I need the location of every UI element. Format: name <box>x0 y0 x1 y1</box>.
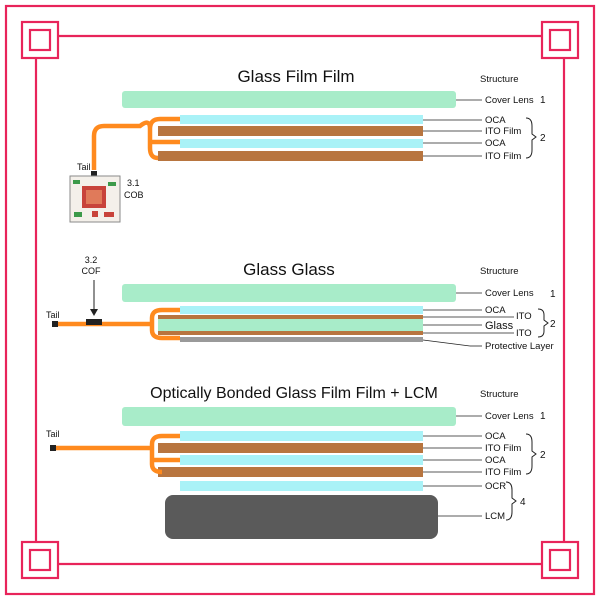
section-1-group-number: 2 <box>540 133 546 144</box>
section-1-layer-label: ITO Film <box>485 126 521 137</box>
section-1-leader-lines <box>423 99 482 157</box>
section-2-flex-cable <box>56 307 180 341</box>
cob-component <box>92 211 98 217</box>
section-1-tail-label: Tail <box>77 162 91 172</box>
section-2-chip-label: COF <box>82 266 102 276</box>
section-3-layer-label: Cover Lens <box>485 411 534 422</box>
section-2-tail-label: Tail <box>46 310 60 320</box>
section-1-chip-number: 3.1 <box>127 178 140 188</box>
section-3-tail-connector <box>50 445 56 451</box>
section-3-title: Optically Bonded Glass Film Film + LCM <box>150 385 438 402</box>
frame-corner-top-left <box>20 20 60 60</box>
section-3-layer-label: ITO Film <box>485 467 521 478</box>
section-2-title: Glass Glass <box>243 260 335 279</box>
section-1-layer-ito-film-1 <box>158 126 423 136</box>
section-2-layer-label: Cover Lens <box>485 288 534 299</box>
section-3-group-number: 4 <box>520 497 526 508</box>
cob-component <box>73 180 80 184</box>
section-3-flex-cable <box>56 433 180 475</box>
section-3-group-brace <box>505 481 517 521</box>
cob-component <box>74 212 82 217</box>
section-2-layer-ito-2 <box>158 331 423 335</box>
section-2-tail-connector <box>52 321 58 327</box>
section-2-group-number: 1 <box>550 289 556 300</box>
section-3-layer-oca-1 <box>180 431 423 441</box>
section-2-layer-label: ITO <box>516 311 532 322</box>
section-3-layer-label: OCR <box>485 481 506 492</box>
section-3-structure-label: Structure <box>480 389 519 400</box>
section-1-cob-chip-board <box>69 175 121 223</box>
section-1-group-number: 1 <box>540 95 546 106</box>
section-1-chip-label: COB <box>124 190 144 200</box>
section-2-layer-cover-lens <box>122 284 456 302</box>
section-2-layer-protective <box>180 337 423 342</box>
section-optically-bonded: Optically Bonded Glass Film Film + LCM S… <box>46 385 546 539</box>
section-1-layer-label: ITO Film <box>485 151 521 162</box>
section-3-layer-ocr <box>180 481 423 491</box>
section-3-group-number: 1 <box>540 411 546 422</box>
section-3-layer-ito-film-1 <box>158 443 423 453</box>
section-1-layer-label: OCA <box>485 115 506 126</box>
section-1-group-brace <box>525 117 537 159</box>
section-3-layer-oca-2 <box>180 455 423 465</box>
section-1-layer-oca-1 <box>180 115 423 124</box>
frame-corner-top-right <box>540 20 580 60</box>
section-3-group-number: 2 <box>540 450 546 461</box>
cob-chip-core <box>86 190 102 204</box>
section-3-tail-label: Tail <box>46 429 60 439</box>
section-3-group-brace <box>525 433 537 475</box>
section-1-tail-connector <box>91 171 97 176</box>
section-1-layer-label: OCA <box>485 138 506 149</box>
section-2-layer-ito-1 <box>158 315 423 319</box>
section-3-layer-label: OCA <box>485 431 506 442</box>
section-1-layer-label: Cover Lens <box>485 95 534 106</box>
frame-outer-border <box>4 4 596 596</box>
section-3-layer-label: ITO Film <box>485 443 521 454</box>
section-glass-glass: Glass Glass Structure Tail 3.2 COF Cover… <box>46 255 556 352</box>
section-1-layer-ito-film-2 <box>158 151 423 161</box>
section-1-structure-label: Structure <box>480 74 519 85</box>
section-3-layer-label: OCA <box>485 455 506 466</box>
section-2-leader-lines <box>422 292 514 347</box>
section-2-group-number: 2 <box>550 319 556 330</box>
section-3-layer-label: LCM <box>485 511 505 522</box>
section-3-layer-lcm <box>165 495 438 539</box>
section-1-layer-cover-lens <box>122 91 456 108</box>
section-2-layer-label: ITO <box>516 328 532 339</box>
section-1-layer-oca-2 <box>180 139 423 148</box>
section-2-layer-label: OCA <box>485 305 506 316</box>
section-2-group-brace <box>537 308 549 338</box>
section-2-layer-label: Glass <box>485 320 514 332</box>
section-2-cof-chip <box>86 319 102 325</box>
section-2-cof-arrow-head <box>90 309 98 316</box>
decorative-frame <box>4 4 596 596</box>
cob-component <box>104 212 114 217</box>
section-2-structure-label: Structure <box>480 266 519 277</box>
section-3-layer-ito-film-2 <box>158 467 423 477</box>
section-2-layer-label: Protective Layer <box>485 341 554 352</box>
section-2-chip-number: 3.2 <box>85 255 98 265</box>
section-1-title: Glass Film Film <box>237 67 354 86</box>
section-1-flex-cable <box>91 116 180 170</box>
section-glass-film-film: Glass Film Film Structure Tail 3.1 COB <box>69 67 546 223</box>
frame-corner-bottom-right <box>540 540 580 580</box>
section-2-layer-oca <box>180 306 423 314</box>
section-3-layer-cover-lens <box>122 407 456 426</box>
cob-component <box>108 182 116 186</box>
section-3-leader-lines <box>423 415 482 517</box>
section-2-layer-glass <box>158 319 423 331</box>
frame-corner-bottom-left <box>20 540 60 580</box>
